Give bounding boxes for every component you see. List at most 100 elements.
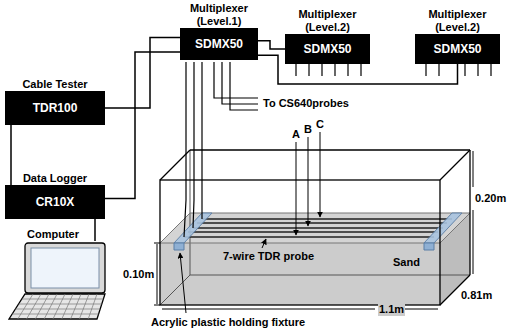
key-column [35,294,49,319]
device-model: SDMX50 [303,42,351,56]
probe-letter: B [303,123,313,136]
cable-connector [258,41,285,49]
laptop-display [31,248,99,288]
illustration-stroke [473,210,474,274]
illustration-stroke [180,253,186,313]
probe-letter: A [291,128,301,141]
illustration-stroke [424,243,434,250]
illustration-stroke [190,213,470,214]
multiplexer-node: Multiplexer (Level.1) SDMX50 [180,2,258,60]
device-model: SDMX50 [195,37,243,51]
illustration-stroke [262,239,266,248]
device-model: TDR100 [33,101,78,115]
key-column [18,294,33,319]
illustration-stroke [405,309,438,310]
illustration-stroke [347,64,348,76]
illustration-stroke [296,142,297,235]
device-box: TDR100 [5,91,105,125]
illustration-stroke [308,64,309,76]
illustration-stroke [154,132,473,313]
illustration-stroke [184,62,186,237]
key-column [27,294,41,319]
illustration-stroke [425,64,426,76]
illustration-stroke [464,64,465,76]
illustration-stroke [469,150,470,275]
key-column [71,294,81,319]
illustration-stroke [193,62,194,228]
cable-note: To CS640probes [262,97,350,110]
illustration-stroke [154,243,160,244]
dimension-label: 0.10m [122,268,155,281]
probe-label: 7-wire TDR probe [222,250,315,263]
illustration-stroke [184,236,434,237]
illustration-stroke [160,243,440,244]
node-heading: Cable Tester [5,78,105,91]
laptop-icon [5,241,110,321]
key-column [88,294,97,319]
illustration-stroke [230,62,258,110]
illustration-stroke [197,222,447,223]
illustration-stroke [424,213,462,243]
data-logger-node: Data LoggerCR10X [5,172,105,219]
illustration-stroke [160,275,190,305]
illustration-stroke [490,64,491,76]
cable-connector [10,125,12,185]
cable-connector [94,219,96,241]
device-box: SDMX50 [415,34,500,64]
illustration-stroke [184,62,258,237]
laptop-screen [25,243,105,293]
illustration-stroke [473,151,474,187]
node-heading: Computer [5,228,110,241]
illustration-stroke [190,275,470,276]
device-model: CR10X [36,195,75,209]
illustration-stroke [162,309,375,310]
illustration-stroke [202,218,452,219]
illustration-stroke [440,150,470,180]
fixture-label: Acrylic plastic holding fixture [150,316,306,329]
illustration-stroke [160,213,470,243]
illustration-stroke [188,231,438,232]
device-box: SDMX50 [285,34,370,64]
illustration-stroke [334,64,335,76]
dimension-label: 0.81m [460,289,493,302]
illustration-stroke [222,62,258,104]
laptop-keyboard [9,294,105,319]
illustration-stroke [295,64,296,76]
illustration-stroke [174,243,184,250]
illustration-stroke [438,64,439,76]
illustration-stroke [320,132,321,217]
cable-tester-node: Cable TesterTDR100 [5,78,105,125]
illustration-stroke [184,219,452,237]
illustration-stroke [193,227,443,228]
illustration-stroke [308,137,309,226]
illustration-stroke [321,64,322,76]
node-heading: Data Logger [5,172,105,185]
illustration-stroke [157,244,158,304]
illustration-stroke [154,305,160,306]
device-box: CR10X [5,185,105,219]
cable-connector [105,38,180,108]
illustration-stroke [160,150,470,305]
dimension-label: 1.1m [378,303,405,316]
node-heading: Multiplexer (Level.2) [285,8,370,34]
illustration-stroke [296,64,491,76]
illustration-stroke [201,62,202,219]
node-heading: Multiplexer (Level.1) [180,2,258,28]
probe-letter: C [315,118,325,131]
key-column [62,294,73,319]
node-heading: Multiplexer (Level.2) [415,8,500,34]
multiplexer-node: Multiplexer (Level.2)SDMX50 [415,8,500,64]
illustration-stroke [160,243,440,305]
key-column [79,294,89,319]
dimension-label: 0.20m [474,192,507,205]
illustration-stroke [190,149,470,150]
illustration-stroke [477,64,478,76]
material-label: Sand [392,256,421,269]
cable-connector [105,52,180,199]
device-box: SDMX50 [180,28,258,60]
computer-node: Computer [5,228,110,321]
illustration-stroke [214,62,258,98]
multiplexer-node: Multiplexer (Level.2) SDMX50 [285,8,370,64]
computer-icon [5,241,110,321]
illustration-stroke [360,64,361,76]
